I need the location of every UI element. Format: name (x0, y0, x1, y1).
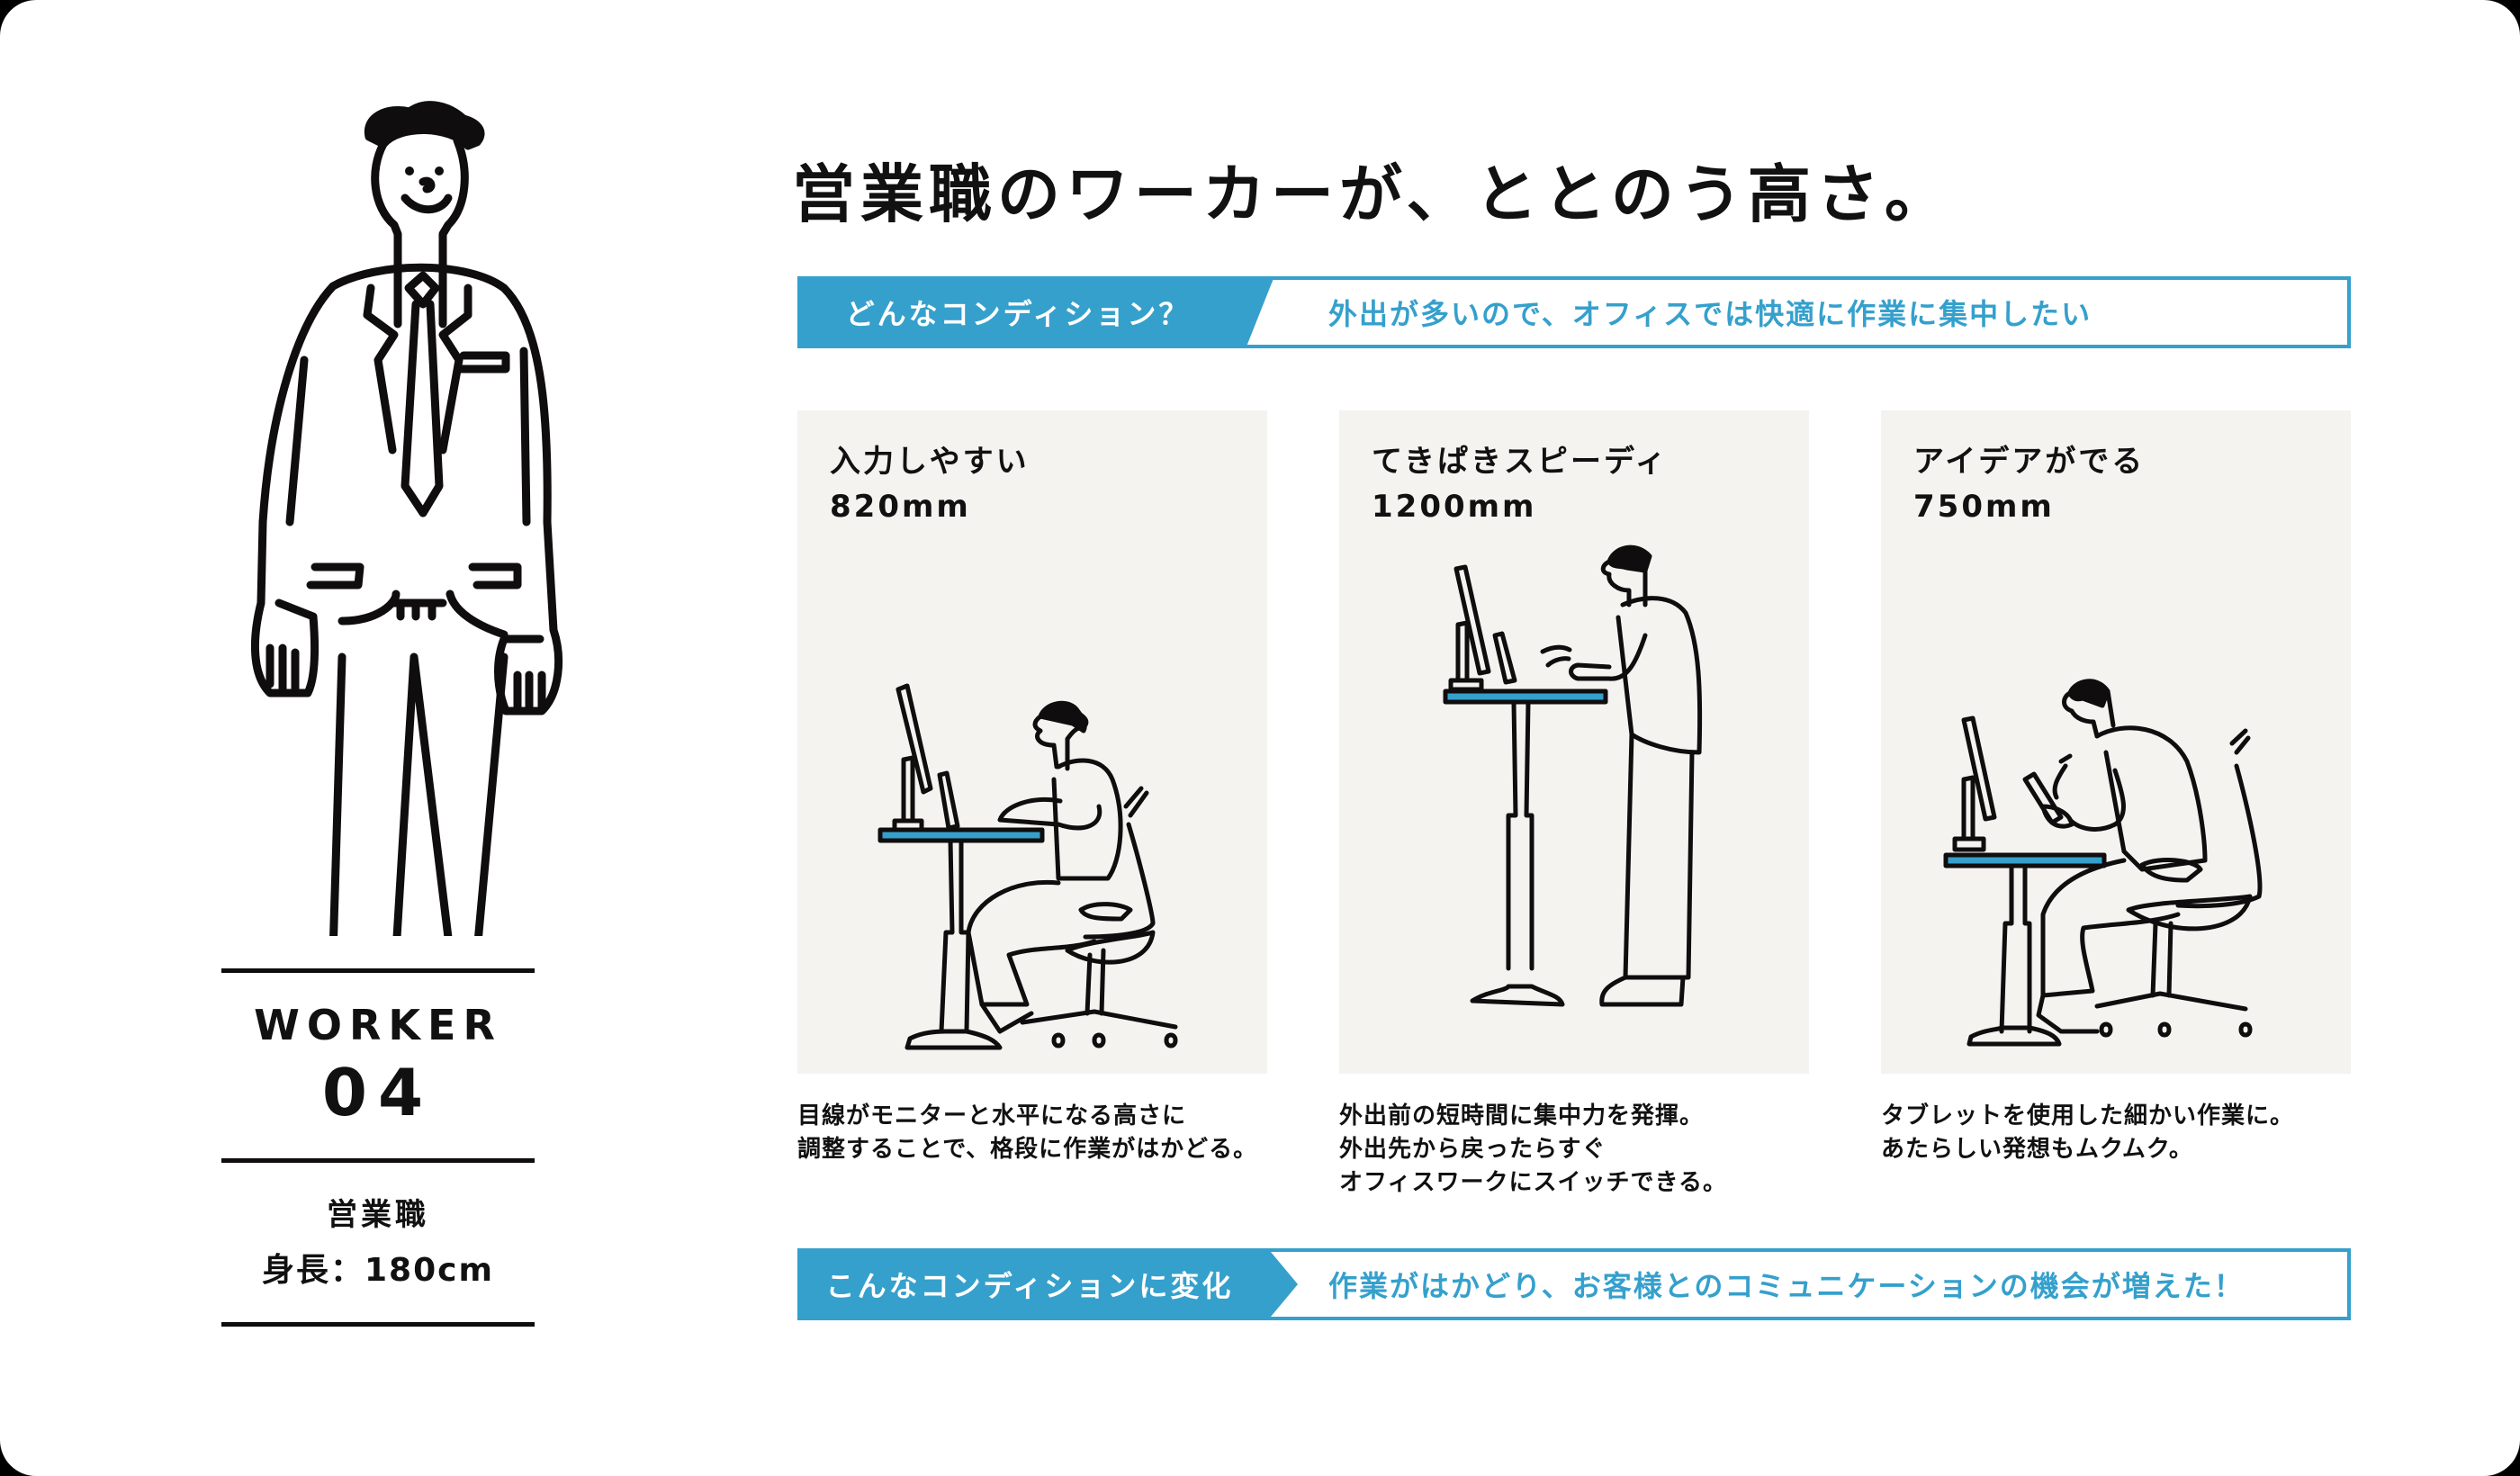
seated-tablet-illustration (1943, 679, 2263, 1047)
card-title: てきぱきスピーディ (1372, 444, 1669, 480)
card-standing-typing: てきぱきスピーディ 1200mm (1339, 410, 1809, 1074)
card-seated-typing: 入力しやすい 820mm (797, 410, 1267, 1074)
card-height: 820mm (830, 489, 971, 525)
card-title: 入力しやすい (830, 444, 1030, 480)
card-description: タブレットを使用した細かい作業に。 あたらしい発想もムクムク。 (1881, 1102, 2295, 1163)
divider-middle (221, 1158, 535, 1163)
condition-after-message: 作業がはかどり、お客様とのコミュニケーションの機会が増えた！ (1328, 1269, 2245, 1303)
seated-typing-illustration (878, 683, 1178, 1050)
worker-number: 04 (321, 1055, 435, 1130)
worker-job: 営業職 (327, 1197, 429, 1233)
worker-height: 身長：180cm (262, 1252, 494, 1289)
condition-after-tag: こんなコンディションに変化 (797, 1248, 1298, 1320)
condition-before-tag: どんなコンディション？ (797, 276, 1274, 348)
worker-label: WORKER (254, 1001, 502, 1049)
card-title: アイデアがでる (1913, 444, 2146, 480)
page-title: 営業職のワーカーが、ととのう高さ。 (792, 158, 1953, 231)
card-height: 750mm (1913, 489, 2055, 525)
worker-figure-illustration (251, 101, 563, 936)
card-description: 外出前の短時間に集中力を発揮。 外出先から戻ったらすぐ オフィスワークにスイッチ… (1339, 1102, 1727, 1196)
card-height: 1200mm (1372, 489, 1537, 525)
card-label: 入力しやすい 820mm (830, 439, 1030, 529)
condition-before-message: 外出が多いので、オフィスでは快適に作業に集中したい (1328, 297, 2092, 331)
card-label: てきぱきスピーディ 1200mm (1372, 439, 1669, 529)
card-description: 目線がモニターと水平になる高さに 調整することで、格段に作業がはかどる。 (797, 1102, 1258, 1163)
card-seated-tablet: アイデアがでる 750mm (1881, 410, 2351, 1074)
condition-after-banner: こんなコンディションに変化 作業がはかどり、お客様とのコミュニケーションの機会が… (797, 1248, 2351, 1320)
condition-before-banner: どんなコンディション？ 外出が多いので、オフィスでは快適に作業に集中したい (797, 276, 2351, 348)
card-label: アイデアがでる 750mm (1913, 439, 2145, 529)
divider-bottom (221, 1322, 535, 1327)
standing-typing-illustration (1443, 544, 1703, 1007)
divider-top (221, 968, 535, 973)
